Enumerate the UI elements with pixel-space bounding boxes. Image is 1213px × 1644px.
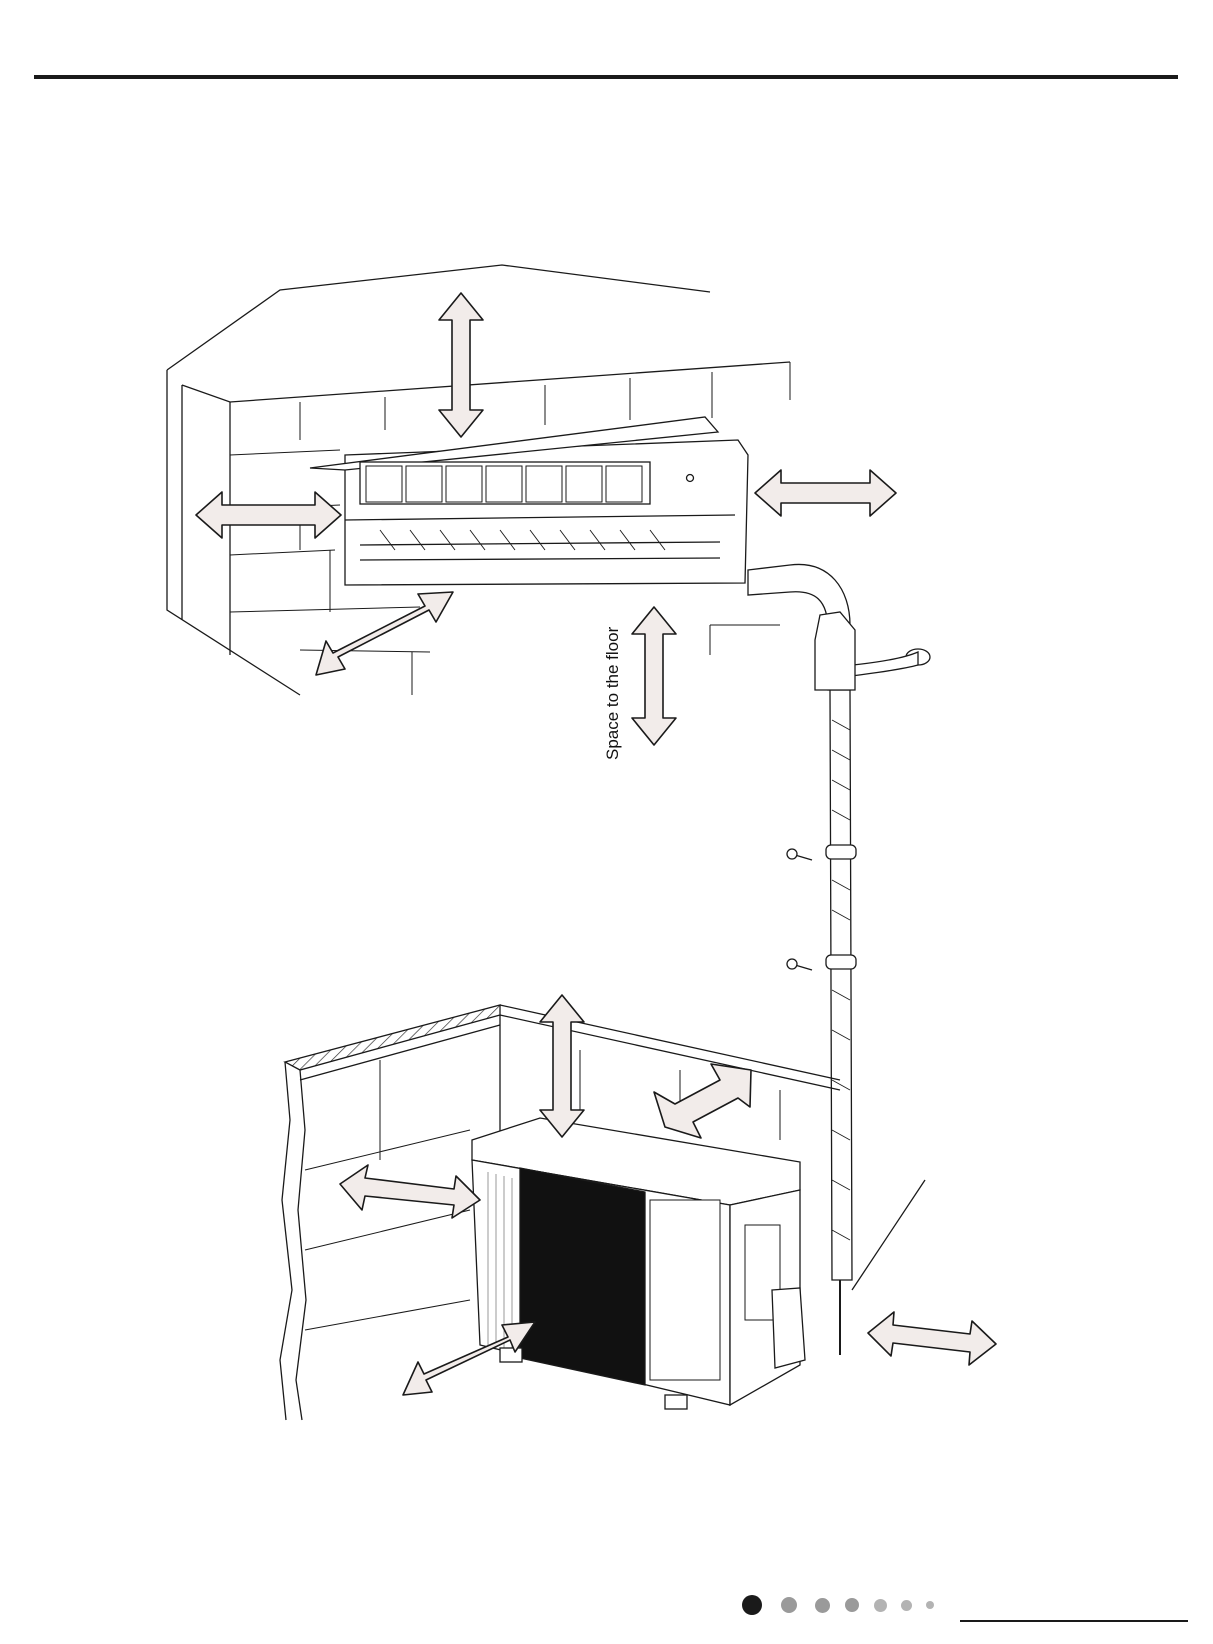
arrow-indoor-left: [196, 492, 341, 538]
pagination-dot-6: [901, 1600, 912, 1611]
arrow-indoor-right: [755, 470, 896, 516]
pagination-dot-3: [815, 1598, 830, 1613]
arrow-floor: [632, 607, 676, 745]
arrow-outdoor-left: [340, 1165, 480, 1218]
arrow-outdoor-top: [540, 995, 584, 1137]
footer-rule: [960, 1620, 1188, 1622]
pagination-dot-7: [926, 1601, 934, 1609]
pagination-dot-5: [874, 1599, 887, 1612]
outdoor-unit: [472, 1118, 805, 1409]
floor-space-label: Space to the floor: [603, 626, 622, 760]
pagination-dot-1: [742, 1595, 762, 1615]
arrow-indoor-front: [316, 592, 453, 675]
pagination-dot-4: [845, 1598, 859, 1612]
indoor-unit: [310, 417, 748, 585]
arrow-outdoor-right: [868, 1312, 996, 1365]
pagination-dot-2: [781, 1597, 797, 1613]
arrow-outdoor-rear: [654, 1064, 751, 1138]
arrow-indoor-top: [439, 293, 483, 437]
